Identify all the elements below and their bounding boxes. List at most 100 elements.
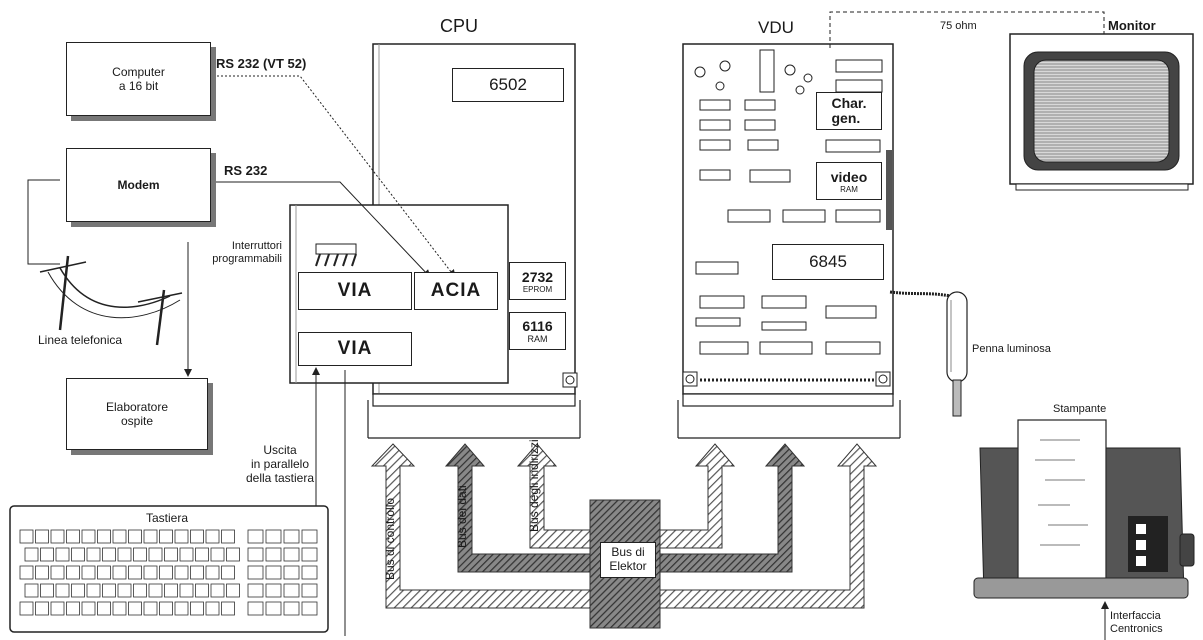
interfaccia-label: Interfaccia Centronics: [1110, 610, 1163, 635]
chip-videoram-label: RAM: [840, 185, 858, 194]
keypad-key: [284, 566, 299, 579]
keyboard-key: [87, 548, 100, 561]
elaboratore-box: Elaboratore ospite: [66, 378, 208, 450]
keyboard-key: [103, 548, 116, 561]
modem-box: Modem: [66, 148, 211, 222]
keyboard-key: [222, 530, 235, 543]
keypad-key: [302, 530, 317, 543]
keyboard-key: [72, 548, 85, 561]
keyboard-key: [134, 584, 147, 597]
bus-controllo-label: Bus di controllo: [384, 498, 398, 580]
keyboard-key: [103, 584, 116, 597]
keyboard-key: [134, 548, 147, 561]
keypad-key: [248, 548, 263, 561]
keyboard-key: [165, 548, 178, 561]
chip-chargen: Char. gen.: [816, 92, 882, 130]
bus-elektor-label: Bus di Elektor: [600, 542, 656, 578]
keyboard-key: [113, 602, 126, 615]
keyboard-key: [82, 530, 95, 543]
cpu-title: CPU: [440, 16, 478, 37]
keypad-key: [266, 548, 281, 561]
keyboard-key: [191, 566, 204, 579]
keypad-key: [248, 602, 263, 615]
keyboard-key: [191, 602, 204, 615]
printer-illustration: [974, 420, 1194, 598]
keypad-key: [302, 566, 317, 579]
chip-6502-label: 6502: [489, 75, 527, 95]
keypad-key: [284, 584, 299, 597]
chip-2732-label: 2732: [522, 269, 553, 285]
chip-via-2: VIA: [298, 332, 412, 366]
keyboard-key: [191, 530, 204, 543]
keyboard-key: [51, 602, 64, 615]
stampante-title: Stampante: [1053, 403, 1106, 416]
rs232-vt52-label: RS 232 (VT 52): [216, 57, 306, 72]
keyboard-key: [20, 530, 33, 543]
keyboard-key: [144, 566, 157, 579]
keyboard-key: [98, 602, 111, 615]
keyboard-key: [196, 548, 209, 561]
keyboard-key: [36, 566, 49, 579]
computer-16bit-label: Computer a 16 bit: [112, 65, 165, 93]
chip-acia-label: ACIA: [431, 280, 481, 302]
keypad-key: [302, 584, 317, 597]
keypad-key: [248, 566, 263, 579]
monitor-title: Monitor: [1108, 19, 1156, 34]
keyboard-key: [222, 566, 235, 579]
keypad-key: [266, 566, 281, 579]
keyboard-key: [87, 584, 100, 597]
keyboard-key: [82, 566, 95, 579]
keyboard-key: [51, 530, 64, 543]
keyboard-key: [206, 566, 219, 579]
keyboard-key: [180, 548, 193, 561]
keyboard-key: [118, 584, 131, 597]
chip-via-1-label: VIA: [338, 280, 373, 302]
monitor-illustration: [1010, 34, 1193, 190]
chip-video-ram: video RAM: [816, 162, 882, 200]
chip-6845-label: 6845: [809, 252, 847, 272]
keyboard-key: [160, 566, 173, 579]
keyboard-key: [82, 602, 95, 615]
penna-label: Penna luminosa: [972, 343, 1051, 356]
keyboard-key: [56, 584, 69, 597]
keyboard-key: [160, 602, 173, 615]
keyboard-key: [227, 548, 240, 561]
chip-2732-eprom: 2732 EPROM: [509, 262, 566, 300]
keyboard-key: [98, 530, 111, 543]
keypad-key: [266, 530, 281, 543]
uscita-label: Uscita in parallelo della tastiera: [245, 444, 315, 485]
keyboard-key: [160, 530, 173, 543]
chip-6845: 6845: [772, 244, 884, 280]
keyboard-key: [72, 584, 85, 597]
keyboard-key: [25, 584, 38, 597]
keyboard-key: [227, 584, 240, 597]
keyboard-key: [36, 602, 49, 615]
keypad-key: [248, 584, 263, 597]
keyboard-key: [222, 602, 235, 615]
keyboard-key: [51, 566, 64, 579]
bus-arrow-controllo: [372, 444, 620, 608]
keyboard-key: [175, 602, 188, 615]
tastiera-title: Tastiera: [146, 512, 188, 526]
keypad-key: [266, 602, 281, 615]
chip-video-label: video: [831, 169, 868, 185]
chip-via-2-label: VIA: [338, 338, 373, 360]
keyboard-key: [41, 584, 54, 597]
keyboard-key: [149, 584, 162, 597]
keyboard-key: [36, 530, 49, 543]
chip-6502: 6502: [452, 68, 564, 102]
cpu-card: [290, 44, 580, 438]
linea-label: Linea telefonica: [38, 334, 122, 348]
bus-network: [372, 444, 876, 628]
keypad-key: [284, 548, 299, 561]
keypad-key: [284, 602, 299, 615]
chip-chargen-label: Char. gen.: [831, 96, 866, 125]
keyboard-key: [211, 548, 224, 561]
modem-label: Modem: [118, 178, 160, 192]
keypad-key: [302, 548, 317, 561]
bus-indirizzi-label: Bus degli indirizzi: [528, 439, 542, 532]
keyboard-key: [41, 548, 54, 561]
keyboard-key: [25, 548, 38, 561]
interruttori-label: Interruttori programmabili: [186, 240, 282, 265]
keyboard-key: [20, 566, 33, 579]
